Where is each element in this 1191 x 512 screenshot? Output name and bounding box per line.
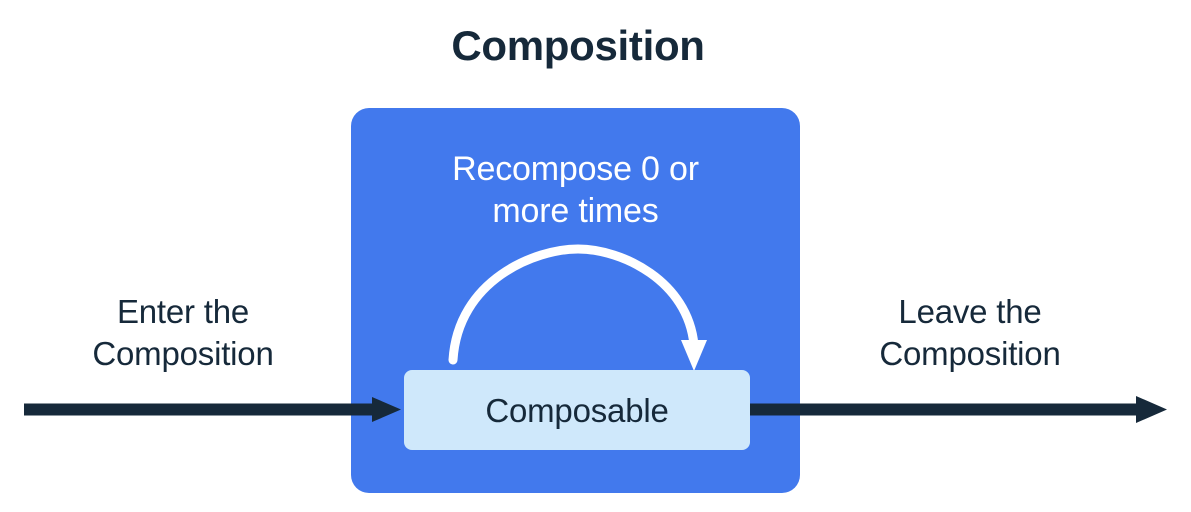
composable-label: Composable xyxy=(485,391,669,429)
page-title: Composition xyxy=(451,22,705,69)
leave-caption-line1: Leave the xyxy=(898,293,1042,330)
leave-caption-line2: Composition xyxy=(879,335,1061,372)
enter-caption-line1: Enter the xyxy=(116,293,250,330)
recompose-label-line1: Recompose 0 or xyxy=(452,150,699,188)
enter-composition-caption: Enter the Composition xyxy=(23,291,343,375)
leave-flow-arrow-icon xyxy=(750,396,1167,423)
recompose-label-line2: more times xyxy=(492,192,659,230)
enter-caption-line2: Composition xyxy=(92,335,274,372)
recompose-label: Recompose 0 or more times xyxy=(351,148,800,232)
enter-flow-arrow-icon xyxy=(24,397,401,422)
leave-composition-caption: Leave the Composition xyxy=(810,291,1130,375)
composable-node: Composable xyxy=(404,370,750,450)
